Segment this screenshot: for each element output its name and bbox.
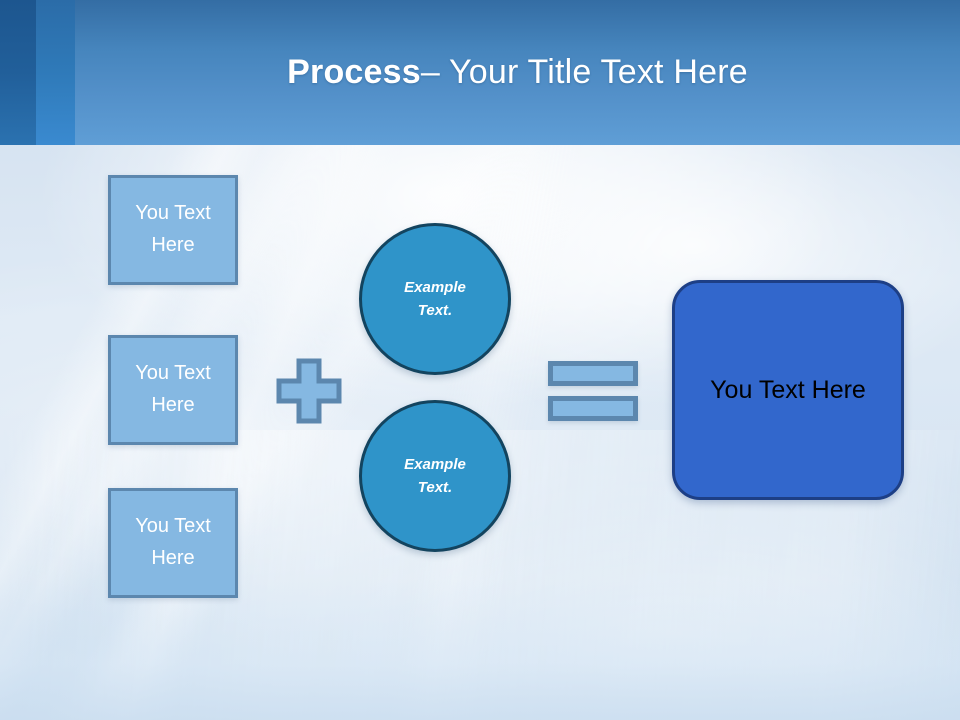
input-box-3[interactable]: You Text Here [108,488,238,598]
process-circle-1-label: Example Text. [404,278,466,319]
input-box-1-label: You Text Here [135,202,211,256]
input-box-3-label: You Text Here [135,515,211,569]
equals-icon [548,361,638,421]
page-title: Process – Your Title Text Here [75,0,960,145]
input-box-1[interactable]: You Text Here [108,175,238,285]
result-box-label: You Text Here [710,375,866,404]
result-box[interactable]: You Text Here [672,280,904,500]
page-title-strong: Process [287,53,421,91]
process-circle-1[interactable]: Example Text. [359,223,511,375]
input-box-2[interactable]: You Text Here [108,335,238,445]
process-circle-2[interactable]: Example Text. [359,400,511,552]
slide-header: Process – Your Title Text Here [0,0,960,145]
input-box-2-label: You Text Here [135,362,211,416]
page-title-rest: – Your Title Text Here [420,53,748,91]
process-circle-2-label: Example Text. [404,455,466,496]
equals-icon-bar-top [548,361,638,386]
plus-icon [276,358,342,424]
header-accent-bar-mid [36,0,75,145]
header-accent-bar-dark [0,0,36,145]
equals-icon-bar-bottom [548,396,638,421]
sky-bottom-fade-overlay [0,580,960,720]
